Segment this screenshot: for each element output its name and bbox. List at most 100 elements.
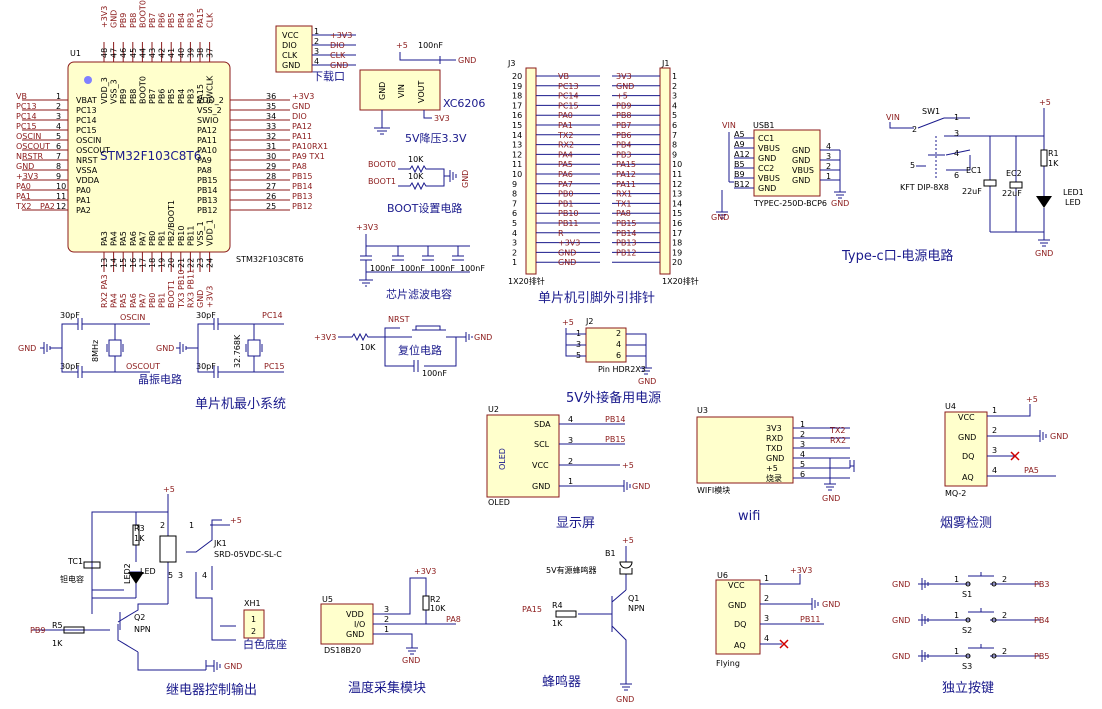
j1-net: PB4 [616,141,631,150]
wifi-name: +5 [766,464,778,473]
fly-p0: VCC [728,581,745,590]
header-label: 下载口 [312,70,345,83]
ds-body [320,603,374,645]
mcu-top-num: 39 [186,48,195,58]
fly-n2: 3 [764,614,769,623]
usb-gnd2: GND [831,199,849,208]
mcu-pin1-dot [84,76,92,84]
mq-part: MQ-2 [945,489,966,498]
ds-p2: GND [346,630,364,639]
j3-net: PB0 [558,190,573,199]
j2-gnd: GND [638,377,656,386]
fly-p2: DQ [734,620,746,629]
mcu-right-net: PB14 [292,182,313,191]
buzz-ref: B1 [605,549,616,558]
key-contact [965,581,971,587]
ldo-out: 3V3 [434,114,450,123]
ds-p0: VDD [346,610,364,619]
mcu-bot-net: BOOT1 [167,280,176,308]
mcu-name: STM32F103C8T6 [100,149,201,163]
mcu-bot-net: PB0 [148,293,157,308]
oled-body [486,414,560,498]
mcu-bot-net: PA5 [119,293,128,308]
wifi-net-rx: RX2 [830,436,846,445]
oled-ref: U2 [488,405,499,414]
wifi-body [696,416,794,484]
mcu-left-name: PC15 [76,126,97,135]
j3-num: 7 [512,199,517,208]
relay-p3: 3 [178,571,183,580]
j3-num: 2 [512,248,517,257]
ec2-cap [1009,181,1023,189]
mcu-left-name: PA2 [76,206,91,215]
wifi-num: 6 [800,470,805,479]
ds-part: DS18B20 [324,646,361,655]
ds-wires [373,577,456,655]
mcu-top-net: CLK [206,12,215,28]
ldo-gnd-sym [374,110,390,135]
mcu-right-name: PA10 [197,146,217,155]
mcu-left-num: 4 [56,122,61,131]
mcu-left-num: 2 [56,102,61,111]
mcu-bot-num: 19 [158,258,167,268]
usb-left-num: A5 [734,130,745,139]
mcu-left-num: 7 [56,152,61,161]
oled-label: OLED [498,448,507,470]
j1-ref: J1 [661,59,669,68]
led2l: LED [140,567,156,576]
mcu-top-net: PA15 [196,8,205,28]
j1-num: 6 [672,121,677,130]
mcu-left-net: PC13 [16,102,37,111]
mcu-left-name: PC14 [76,116,97,125]
mcu-bot-num: 24 [206,258,215,268]
pwr-sw-wires [889,117,971,171]
j1-num: 1 [672,72,677,81]
j2-plus: +5 [562,318,574,327]
j2-ref: J2 [585,317,593,326]
mcu-bot-num: 16 [129,258,138,268]
mq-nc-icon [1010,451,1020,461]
filter-group: +3V3 100nF 100nF 100nF 100nF 芯片滤波电容 [356,223,485,301]
j3-num: 16 [512,111,522,120]
usb-left-name: GND [758,184,776,193]
buzzer-icon [619,561,633,575]
j3-net: R [558,229,564,238]
key-contact [991,653,997,659]
mcu-right-num: 27 [266,182,276,191]
key-wire [918,572,1040,590]
relay-p5: 5 [168,571,173,580]
xtal-c2: 30pF [60,362,80,371]
buzz-r: R4 [552,601,563,610]
hdr-num: 3 [314,47,319,56]
j3-net: RX2 [558,141,574,150]
mcu-right-name: PB13 [197,196,218,205]
mcu-bot-name: PA6 [129,231,138,246]
led2-icon [128,572,144,584]
j3-num: 13 [512,141,522,150]
hdr-net: +3V3 [330,31,352,40]
pwr-title: Type-c口-电源电路 [841,248,953,264]
fly-net: PB11 [800,615,821,624]
usb-left-name: CC1 [758,134,774,143]
reset-title: 复位电路 [398,343,442,357]
mcu-top-net: PB5 [167,13,176,28]
j1-num: 2 [672,82,677,91]
mcu-bot-name: PB1 [158,231,167,246]
mcu-top-name: PB5 [167,89,176,104]
j3-num: 5 [512,219,517,228]
mq-p2: DQ [962,452,974,461]
xh-p2: 2 [251,627,256,636]
j3-net: PB10 [558,209,579,218]
j3-num: 10 [512,170,522,179]
xtal-freq2: 32.768K [233,334,242,368]
pwr-p2: 2 [912,125,917,134]
j1-num: 15 [672,209,682,218]
ds-title: 温度采集模块 [348,680,426,696]
boot-n1: BOOT1 [368,177,396,186]
